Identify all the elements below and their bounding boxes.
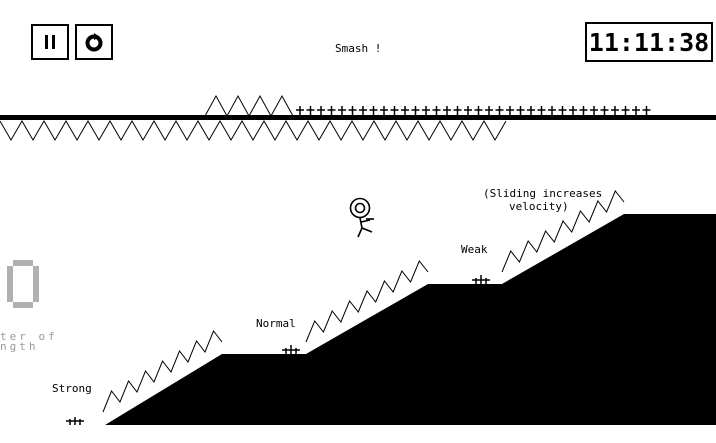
- pause-button[interactable]: [31, 24, 69, 60]
- level-title: Smash !: [335, 42, 382, 55]
- ceiling-post: [485, 106, 493, 115]
- ceiling-post: [401, 106, 409, 115]
- ceiling-post: [464, 106, 472, 115]
- platform-post-normal: [282, 345, 300, 354]
- ceiling-post: [527, 106, 535, 115]
- ceiling-bar: [0, 115, 716, 120]
- ceiling-post: [443, 106, 451, 115]
- ceiling-post: [474, 106, 483, 115]
- ceiling-post: [422, 106, 430, 115]
- player-character: [349, 197, 374, 238]
- ceiling-post: [411, 106, 420, 115]
- ceiling-post: [579, 106, 588, 115]
- ceiling-post: [359, 106, 367, 115]
- ghost-text-line2: ngth: [0, 340, 39, 353]
- label-normal: Normal: [256, 317, 296, 330]
- ceiling-post: [516, 106, 525, 115]
- ceiling-post: [296, 106, 304, 115]
- slope-spikes: [501, 190, 625, 273]
- ceiling-post: [327, 106, 336, 115]
- ceiling-post: [548, 106, 556, 115]
- platform-post-weak: [472, 275, 490, 284]
- tip-line1: (Sliding increases: [483, 187, 603, 200]
- restart-icon: [85, 33, 103, 52]
- ceiling-post: [569, 106, 577, 115]
- ceiling-post: [317, 106, 325, 115]
- label-weak: Weak: [461, 243, 488, 256]
- pause-icon: [45, 35, 55, 49]
- ceiling-post: [600, 106, 609, 115]
- ceiling-post: [558, 106, 567, 115]
- label-strong: Strong: [52, 382, 92, 395]
- ceiling-post: [348, 106, 357, 115]
- ghost-digit: [7, 260, 39, 308]
- restart-button[interactable]: [75, 24, 113, 60]
- ceiling-post: [453, 106, 462, 115]
- ceiling-post: [495, 106, 504, 115]
- ghost-text-line1: ter of: [0, 330, 58, 343]
- ceiling-post: [380, 106, 388, 115]
- slope-ground: [105, 214, 716, 425]
- ceiling-post: [390, 106, 399, 115]
- ceiling-post: [506, 106, 514, 115]
- ceiling-post: [632, 106, 640, 115]
- ceiling-post: [369, 106, 378, 115]
- ceiling-post: [537, 106, 546, 115]
- timer-display: 11:11:38: [585, 22, 713, 62]
- ceiling-post: [432, 106, 441, 115]
- slope-spikes: [305, 260, 429, 343]
- upper-spike-row: [204, 94, 294, 118]
- ceiling-post-row: [296, 106, 651, 115]
- ceiling-post: [306, 106, 315, 115]
- slope-spikes: [102, 330, 223, 413]
- ceiling-post: [590, 106, 598, 115]
- tip-line2: velocity): [509, 200, 569, 213]
- platform-post-strong: [66, 417, 84, 425]
- ceiling-post: [338, 106, 346, 115]
- ceiling-post: [621, 106, 630, 115]
- ceiling-post: [642, 106, 651, 115]
- ceiling-post: [611, 106, 619, 115]
- hanging-spike-row: [0, 120, 507, 141]
- slope-spike-row: [102, 190, 625, 413]
